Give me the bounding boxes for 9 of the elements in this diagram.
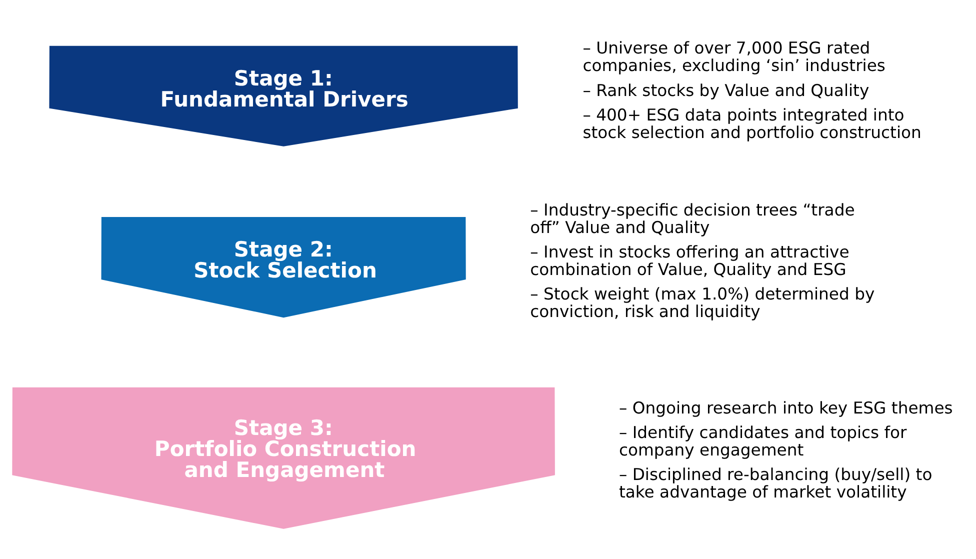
node-label: – Identify candidates and topics for company engagement <box>618 423 907 460</box>
node-label: – Stock weight (max 1.0%) determined by conviction, risk and liquidity <box>530 284 875 322</box>
node-label: – Disciplined re-balancing (buy/sell) to take advantage of market volatility <box>618 465 932 502</box>
node-label: – Ongoing research into key ESG themes <box>618 398 953 418</box>
node-label: – Rank stocks by Value and Quality <box>582 80 870 100</box>
node-label: – 400+ ESG data points integrated into stock selection and portfolio construction <box>582 105 922 142</box>
node-label: – Industry-specific decision trees “trade off” Value and Quality <box>530 200 855 238</box>
node-label: – Invest in stocks offering an attractive combination of Value, Quality and ESG <box>530 242 850 280</box>
node-label: – Universe of over 7,000 ESG rated companies, excluding ‘sin’ industries <box>582 38 886 76</box>
